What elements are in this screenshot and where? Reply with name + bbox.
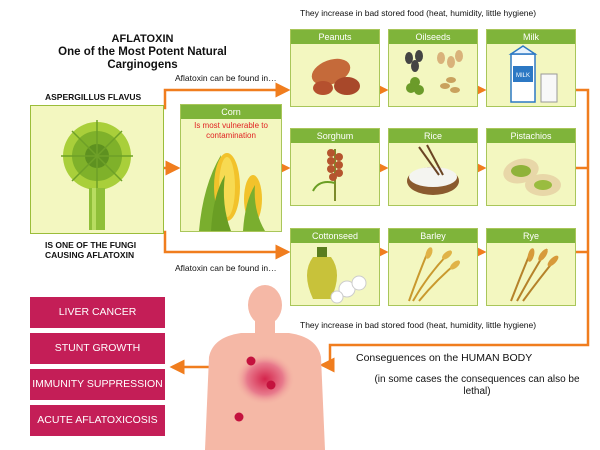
food-card-sorghum-title: Sorghum	[291, 129, 379, 143]
found-label-bottom: Aflatoxin can be found in…	[175, 263, 277, 273]
food-card-rye-title: Rye	[487, 229, 575, 243]
human-body-icon	[205, 285, 325, 450]
food-card-barley-title: Barley	[389, 229, 477, 243]
rye-icon	[510, 248, 559, 302]
peanuts-icon	[311, 58, 360, 95]
title-line2: One of the Most Potent Natural Carginoge…	[58, 46, 227, 71]
increase-label-bottom: They increase in bad stored food (heat, …	[300, 320, 537, 330]
food-card-peanuts: Peanuts	[290, 29, 380, 107]
food-card-corn-title: Corn	[181, 105, 281, 119]
food-card-rye: Rye	[486, 228, 576, 306]
arrow-to-cottonseed	[162, 230, 291, 260]
food-card-cottonseed: Cottonseed	[290, 228, 380, 306]
food-card-rice-title: Rice	[389, 129, 477, 143]
consequence-item: IMMUNITY SUPPRESSION	[30, 369, 165, 400]
title-line1: AFLATOXIN	[111, 33, 174, 45]
milk-icon: MILK	[508, 45, 558, 103]
food-card-peanuts-title: Peanuts	[291, 30, 379, 44]
food-card-cottonseed-title: Cottonseed	[291, 229, 379, 243]
fungi-line2: CAUSING AFLATOXIN	[45, 250, 135, 260]
arrow-right-column	[574, 88, 590, 340]
aspergillus-icon	[61, 120, 133, 230]
sorghum-icon	[312, 149, 343, 201]
consequences-subtitle: (in some cases the consequences can also…	[374, 374, 580, 397]
food-card-milk-title: Milk	[487, 30, 575, 44]
cottonseed-icon	[307, 247, 367, 304]
aspergillus-label: ASPERGILLUS FLAVUS	[45, 92, 142, 102]
food-card-pistachios-title: Pistachios	[487, 129, 575, 143]
affected-point-1	[246, 356, 256, 366]
affected-point-2	[266, 380, 276, 390]
food-card-corn: Corn Is most vulnerable to contamination	[180, 104, 282, 232]
rice-icon	[407, 144, 459, 195]
affected-point-3	[234, 412, 244, 422]
food-card-oilseeds-title: Oilseeds	[389, 30, 477, 44]
food-card-pistachios: Pistachios	[486, 128, 576, 206]
arrow-to-body	[319, 340, 590, 373]
pistachios-icon	[503, 158, 561, 196]
food-card-sorghum: Sorghum	[290, 128, 380, 206]
diagram-title: AFLATOXIN One of the Most Potent Natural…	[25, 33, 260, 72]
consequence-item: ACUTE AFLATOXICOSIS	[30, 405, 165, 436]
consequence-item: STUNT GROWTH	[30, 333, 165, 364]
found-label-top: Aflatoxin can be found in…	[175, 73, 277, 83]
barley-icon	[408, 247, 460, 302]
fungi-label: IS ONE OF THE FUNGI CAUSING AFLATOXIN	[45, 240, 136, 260]
increase-label-top: They increase in bad stored food (heat, …	[300, 8, 537, 18]
corn-icon	[199, 153, 265, 231]
consequences-title: Conseguences on the HUMAN BODY	[356, 352, 533, 364]
milk-carton-label: MILK	[516, 73, 530, 79]
food-card-rice: Rice	[388, 128, 478, 206]
fungi-line1: IS ONE OF THE FUNGI	[45, 240, 137, 250]
food-card-milk: Milk MILK	[486, 29, 576, 107]
oilseeds-icon	[405, 50, 463, 95]
corn-vulnerable-note: Is most vulnerable to contamination	[194, 121, 268, 140]
food-card-barley: Barley	[388, 228, 478, 306]
aspergillus-box	[30, 105, 164, 234]
food-card-oilseeds: Oilseeds	[388, 29, 478, 107]
consequence-item: LIVER CANCER	[30, 297, 165, 328]
